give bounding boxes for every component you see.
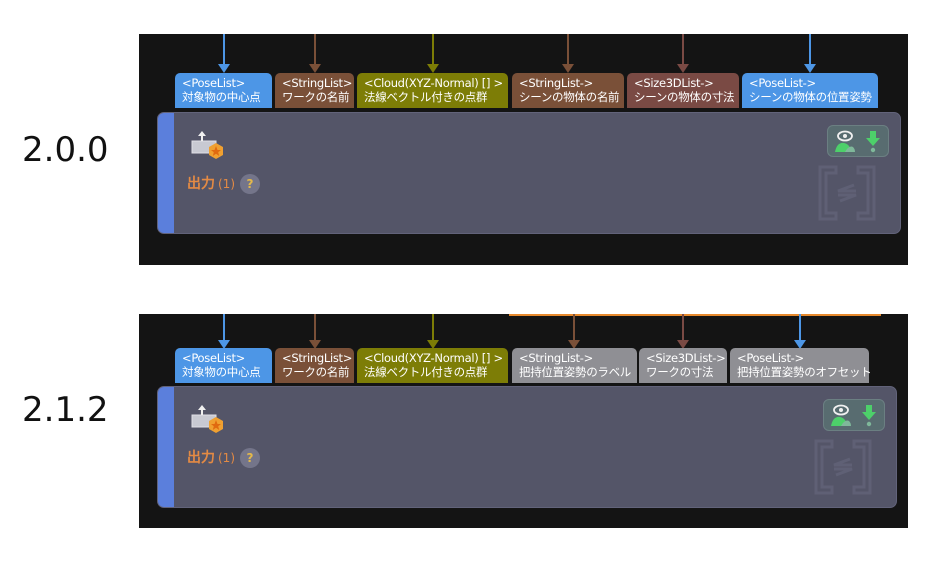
node-toolbar (827, 125, 889, 157)
input-port-scene-poses[interactable]: <PoseList-> シーンの物体の位置姿勢 (742, 73, 878, 108)
step-node[interactable]: 出力(1)? (157, 386, 897, 508)
port-type: <PoseList-> (749, 76, 816, 90)
node-editor-panel-v212: <PoseList> 対象物の中心点 <StringList> ワークの名前 <… (139, 314, 908, 528)
connection-wire (432, 314, 434, 342)
watermark-logo-icon (818, 165, 876, 221)
input-port-cloud[interactable]: <Cloud(XYZ-Normal) [] > 法線ベクトル付きの点群 (357, 73, 508, 108)
input-port-string-list[interactable]: <StringList> ワークの名前 (275, 348, 354, 383)
connection-wire (567, 34, 569, 66)
arrow-down-icon (427, 64, 439, 73)
port-label: ワークの寸法 (646, 365, 714, 379)
version-label: 2.0.0 (22, 130, 109, 170)
port-label: ワークの名前 (282, 365, 350, 379)
arrow-down-icon (677, 64, 689, 73)
arrow-down-icon (568, 340, 580, 349)
input-port-work-sizes[interactable]: <Size3DList-> ワークの寸法 (639, 348, 727, 383)
arrow-down-icon (562, 64, 574, 73)
port-type: <Cloud(XYZ-Normal) [] > (364, 76, 503, 90)
port-label: シーンの物体の位置姿勢 (749, 90, 872, 104)
port-label: ワークの名前 (282, 90, 350, 104)
port-type: <PoseList> (182, 351, 246, 365)
port-label: 法線ベクトル付きの点群 (364, 365, 488, 379)
connection-wire (223, 34, 225, 66)
node-toolbar (823, 399, 885, 431)
arrow-down-icon (427, 340, 439, 349)
breakpoint-download-icon[interactable] (864, 130, 882, 154)
arrow-down-icon (677, 340, 689, 349)
output-count: (1) (218, 177, 235, 191)
output-step-icon (191, 405, 223, 433)
node-stripe (158, 387, 174, 507)
node-stripe (158, 113, 174, 233)
port-label: 対象物の中心点 (182, 90, 261, 104)
arrow-down-icon (309, 64, 321, 73)
output-label-text: 出力 (187, 176, 215, 192)
port-label: シーンの物体の寸法 (634, 90, 735, 104)
port-label: 法線ベクトル付きの点群 (364, 90, 488, 104)
connection-wire (682, 34, 684, 66)
breakpoint-download-icon[interactable] (860, 404, 878, 428)
input-port-pose-list[interactable]: <PoseList> 対象物の中心点 (175, 73, 272, 108)
output-count-label: 出力(1)? (187, 173, 260, 194)
visualize-output-icon[interactable] (829, 404, 853, 428)
connection-wire (573, 314, 575, 342)
connection-highlight-line (509, 314, 881, 316)
visualize-output-icon[interactable] (833, 130, 857, 154)
help-icon[interactable]: ? (240, 174, 260, 194)
arrow-down-icon (218, 340, 230, 349)
output-label-text: 出力 (187, 450, 215, 466)
output-step-icon (191, 131, 223, 159)
connection-wire (799, 314, 801, 342)
arrow-down-icon (218, 64, 230, 73)
port-type: <StringList-> (519, 76, 593, 90)
input-port-pose-list[interactable]: <PoseList> 対象物の中心点 (175, 348, 272, 383)
input-port-grasp-labels[interactable]: <StringList-> 把持位置姿勢のラベル (512, 348, 637, 383)
arrow-down-icon (804, 64, 816, 73)
node-editor-panel-v200: <PoseList> 対象物の中心点 <StringList> ワークの名前 <… (139, 34, 908, 265)
connection-wire (314, 34, 316, 66)
port-type: <Cloud(XYZ-Normal) [] > (364, 351, 503, 365)
help-icon[interactable]: ? (240, 448, 260, 468)
port-type: <StringList-> (519, 351, 593, 365)
input-port-cloud[interactable]: <Cloud(XYZ-Normal) [] > 法線ベクトル付きの点群 (357, 348, 508, 383)
input-port-string-list[interactable]: <StringList> ワークの名前 (275, 73, 354, 108)
port-type: <StringList> (282, 76, 353, 90)
port-label: 把持位置姿勢のラベル (519, 365, 631, 379)
arrow-down-icon (794, 340, 806, 349)
port-label: 対象物の中心点 (182, 365, 261, 379)
step-node[interactable]: 出力(1)? (157, 112, 901, 234)
port-type: <Size3DList-> (634, 76, 714, 90)
port-type: <PoseList> (182, 76, 246, 90)
connection-wire (432, 34, 434, 66)
input-port-scene-names[interactable]: <StringList-> シーンの物体の名前 (512, 73, 624, 108)
port-type: <Size3DList-> (646, 351, 726, 365)
input-port-scene-sizes[interactable]: <Size3DList-> シーンの物体の寸法 (627, 73, 739, 108)
connection-wire (223, 314, 225, 342)
watermark-logo-icon (814, 439, 872, 495)
port-type: <StringList> (282, 351, 353, 365)
output-count-label: 出力(1)? (187, 447, 260, 468)
connection-wire (314, 314, 316, 342)
output-count: (1) (218, 451, 235, 465)
version-label: 2.1.2 (22, 390, 109, 430)
input-port-grasp-offsets[interactable]: <PoseList-> 把持位置姿勢のオフセット (730, 348, 872, 383)
arrow-down-icon (309, 340, 321, 349)
port-label: シーンの物体の名前 (519, 90, 620, 104)
connection-wire (809, 34, 811, 66)
port-label: 把持位置姿勢のオフセット (737, 365, 872, 379)
connection-wire (682, 314, 684, 342)
port-type: <PoseList-> (737, 351, 804, 365)
